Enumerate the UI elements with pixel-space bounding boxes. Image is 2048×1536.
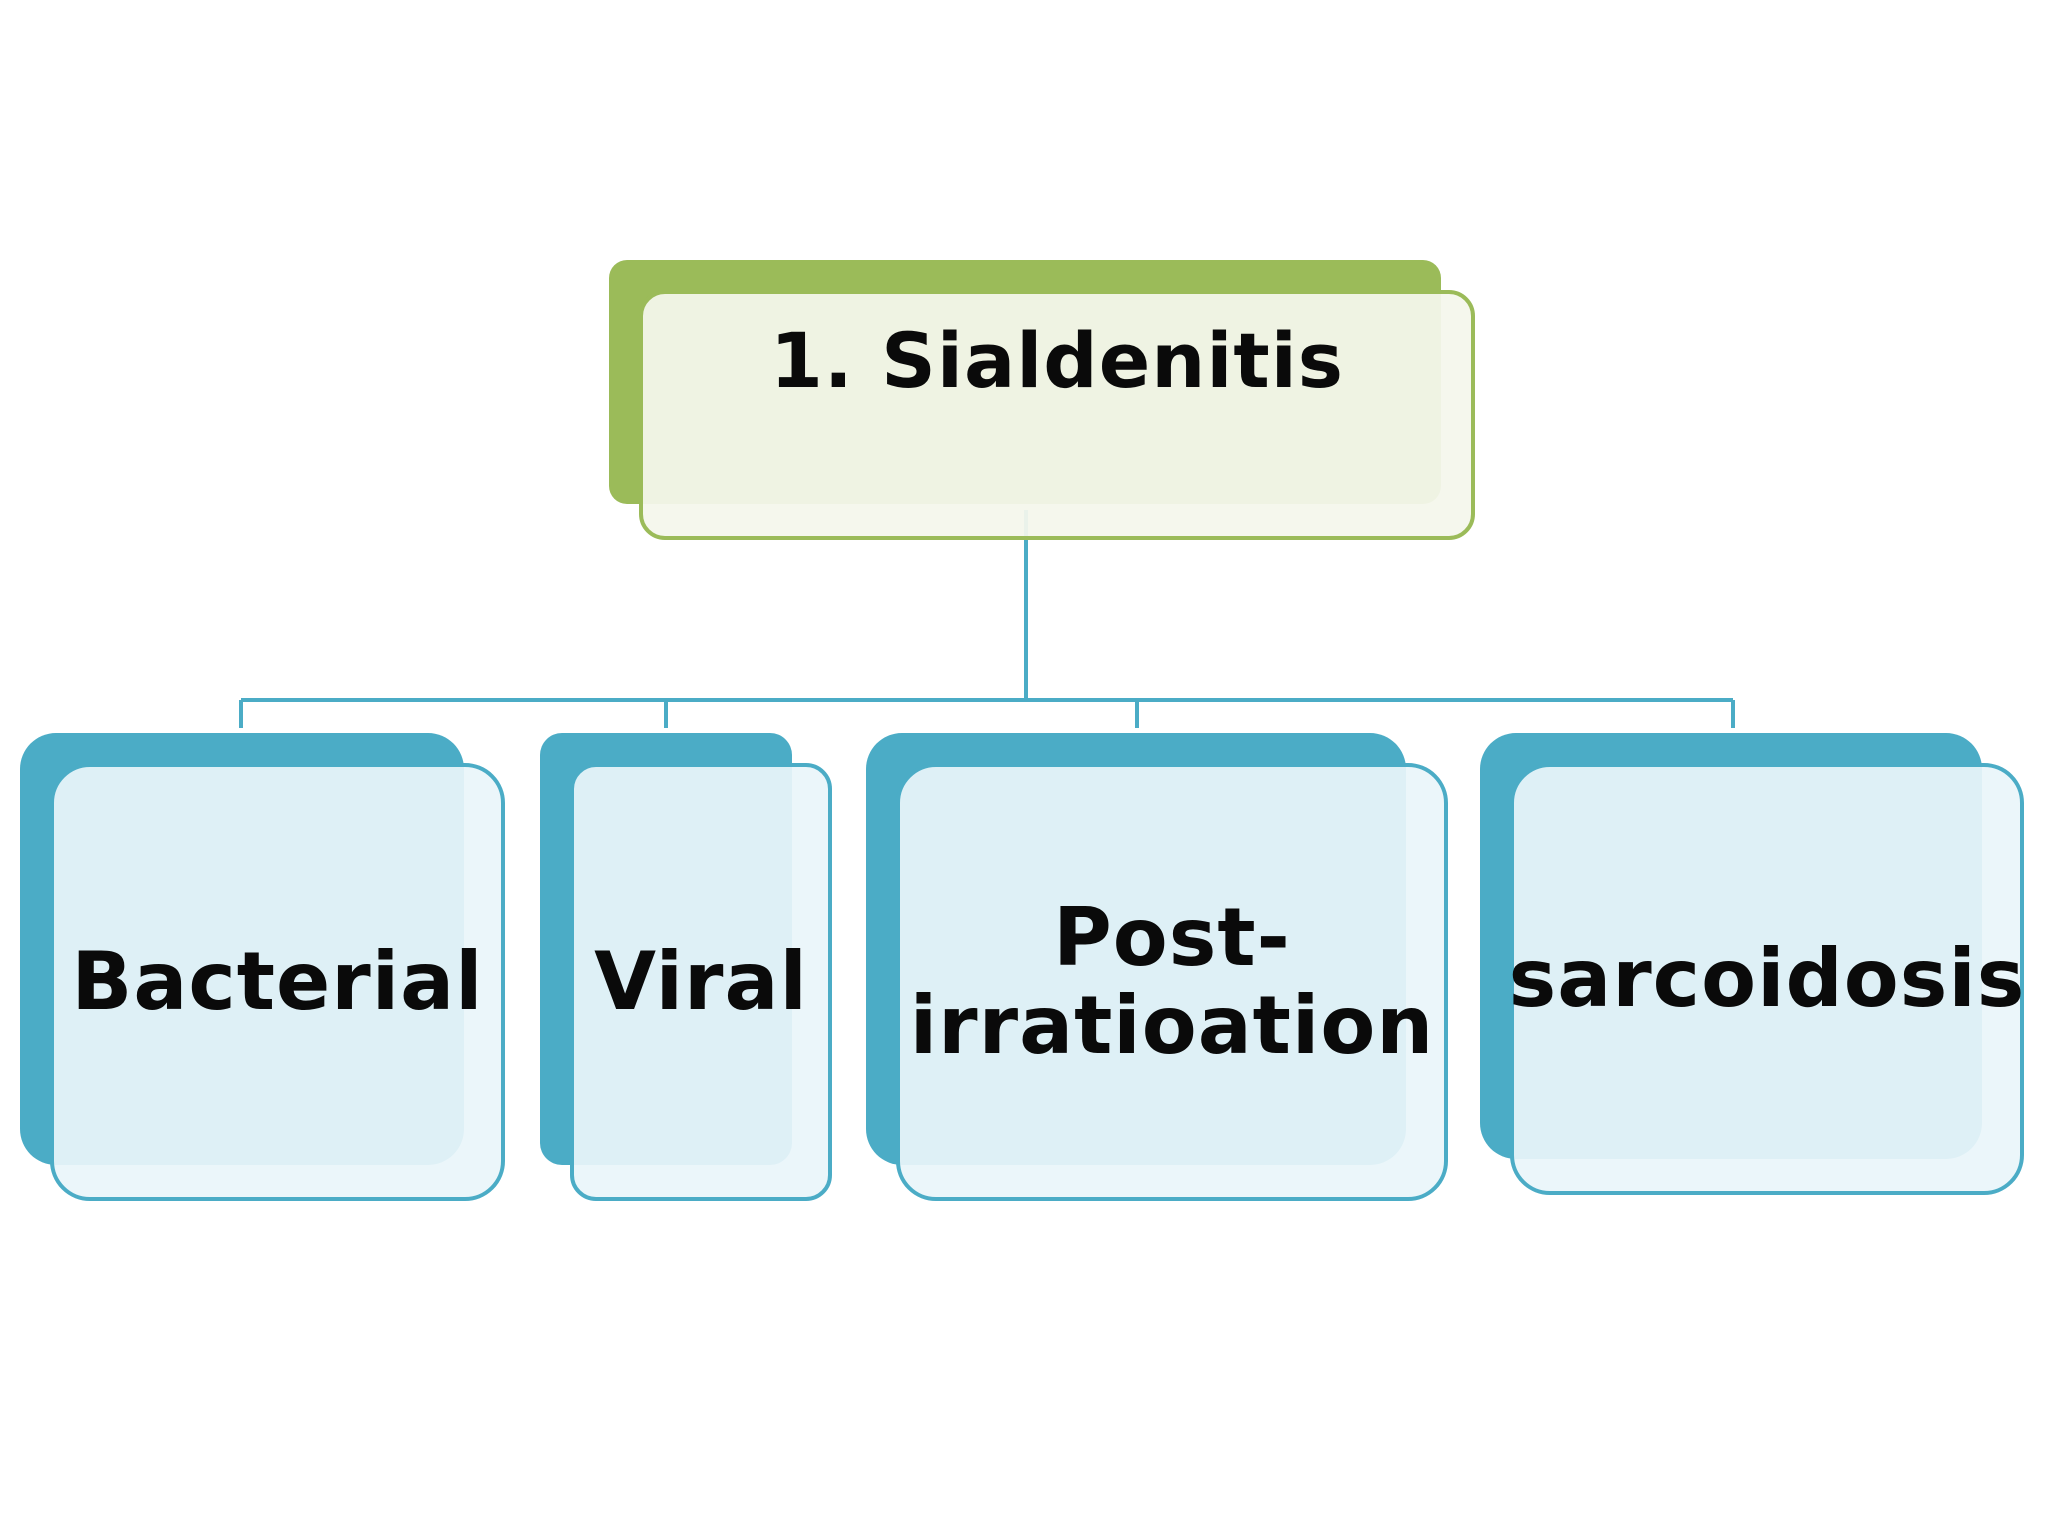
child-node-label: Bacterial: [71, 935, 484, 1028]
child-node-label: Viral: [594, 935, 808, 1028]
root-node-label: 1. Sialdenitis: [769, 316, 1345, 406]
root-node-card: 1. Sialdenitis: [639, 290, 1475, 540]
child-node-label: sarcoidosis: [1508, 932, 2026, 1025]
child-node-label: Post- irratioation: [909, 891, 1435, 1072]
